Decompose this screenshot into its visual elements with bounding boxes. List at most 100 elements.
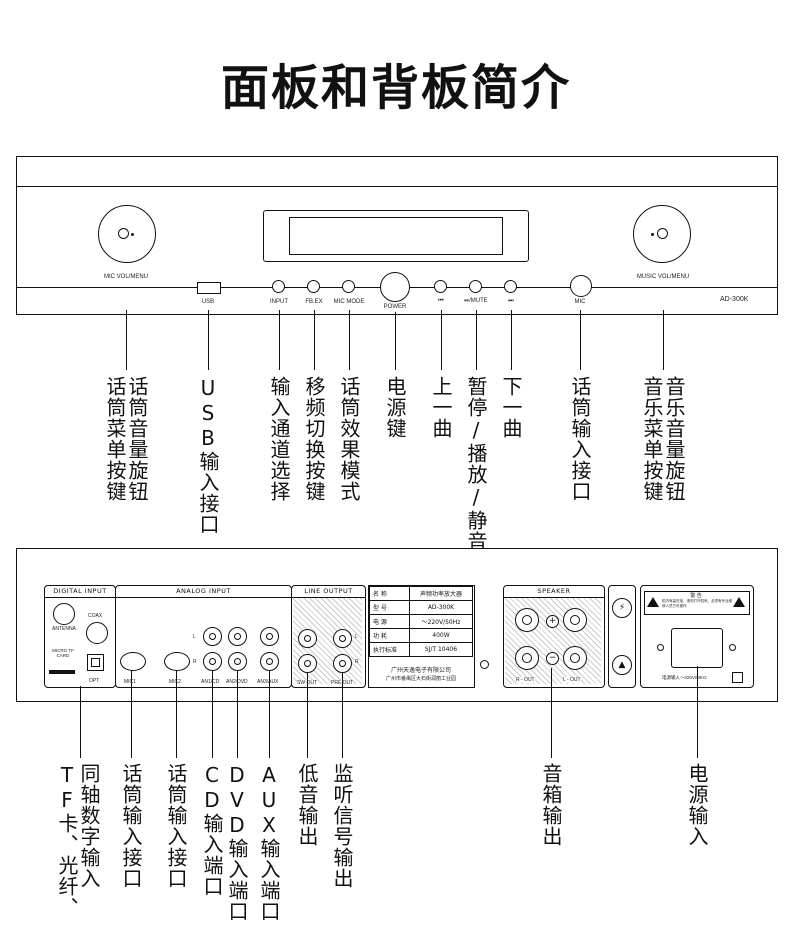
mic-jack-front[interactable] <box>570 275 592 297</box>
front-callout-mic-volume: 话筒音量旋钮 <box>125 376 149 502</box>
front-panel-top-divider <box>17 186 777 187</box>
rating-plate <box>368 585 475 688</box>
input-label: INPUT <box>270 299 288 305</box>
leader-line <box>131 670 132 758</box>
pre-out-jack-l[interactable] <box>333 629 352 648</box>
ac-inlet-screw-right <box>729 644 736 651</box>
leader-line <box>511 310 512 370</box>
prev-button[interactable] <box>434 280 447 293</box>
an3-aux-label: AN3/AUX <box>257 679 279 685</box>
dvd-jack-l[interactable] <box>228 627 247 646</box>
front-callout-play-mute: 暂停/播放/静音 <box>464 376 488 552</box>
back-callout-coax-digital: 同轴数字输入 <box>77 763 101 889</box>
warning-text: 机内有高压电，请勿打开机壳，必须有专业维修人员方可操作 <box>662 599 732 608</box>
l-out-label: L - OUT <box>563 677 581 683</box>
back-callout-dvd: DVD输入端口 <box>225 763 249 922</box>
back-callout-tf-optical: TF卡、光纤、 <box>55 763 79 918</box>
mic1-label: MIC1 <box>124 679 136 685</box>
music-knob-label: MUSIC VOL/MENU <box>636 274 690 280</box>
leader-line <box>663 310 664 370</box>
power-button[interactable] <box>380 272 410 302</box>
optical-port[interactable] <box>87 654 104 671</box>
display-screen <box>289 217 503 255</box>
leader-line <box>697 666 698 758</box>
front-callout-power: 电源键 <box>383 376 407 439</box>
mic1-jack[interactable] <box>120 652 146 671</box>
mic-knob-label: MIC VOL/MENU <box>103 274 149 280</box>
speaker-terminal-r-plus[interactable] <box>515 608 539 632</box>
speaker-title: SPEAKER <box>504 586 604 598</box>
back-callout-monitor: 监听信号输出 <box>330 763 354 889</box>
back-callout-power: 电源输入 <box>685 763 709 847</box>
opt-label: OPT <box>89 678 100 684</box>
leader-line <box>80 686 81 758</box>
warning-icon-left <box>647 597 659 607</box>
back-callout-speaker: 音箱输出 <box>539 763 563 847</box>
warning-title: 警 告 <box>690 593 702 599</box>
speaker-minus-sign: − <box>546 652 559 665</box>
leader-line <box>126 310 127 370</box>
tf-card-slot[interactable] <box>49 670 75 674</box>
fuse-holder[interactable] <box>732 672 743 683</box>
aux-jack-l[interactable] <box>260 627 279 646</box>
warning-icon-right <box>733 597 745 607</box>
ac-inlet[interactable] <box>671 628 723 668</box>
front-callout-music-menu: 音乐菜单按键 <box>640 376 664 502</box>
an2-dvd-label: AN2/DVD <box>226 679 248 685</box>
play-mute-button[interactable] <box>469 280 482 293</box>
leader-line <box>279 310 280 370</box>
cd-jack-l[interactable] <box>203 627 222 646</box>
next-button[interactable] <box>504 280 517 293</box>
table-row: 电 源～220V/50Hz <box>369 614 474 629</box>
aux-jack-r[interactable] <box>260 652 279 671</box>
line-r-label: R <box>355 659 359 665</box>
digital-input-title: DIGITAL INPUT <box>45 586 115 598</box>
mic-knob-dot <box>131 233 134 236</box>
display-window <box>263 210 529 262</box>
coax-label: COAX <box>88 613 103 619</box>
cd-jack-r[interactable] <box>203 652 222 671</box>
usb-label: USB <box>201 299 215 305</box>
leader-line <box>208 310 209 370</box>
mic2-jack[interactable] <box>164 652 190 671</box>
leader-line <box>441 310 442 370</box>
model-label: AD-300K <box>720 296 749 303</box>
page-title: 面板和背板简介 <box>220 60 571 116</box>
speaker-terminal-r-minus[interactable] <box>515 646 539 670</box>
coax-jack[interactable] <box>86 622 108 644</box>
next-label: ⏭ <box>508 298 514 304</box>
cert-icon-bottom: ▲ <box>612 655 632 675</box>
front-callout-prev: 上一曲 <box>429 376 453 439</box>
mic-mode-label: MIC MODE <box>333 299 365 305</box>
cert-icon-top: ⚡ <box>612 598 632 618</box>
input-button[interactable] <box>272 280 285 293</box>
analog-l-label: L <box>193 634 196 640</box>
leader-line <box>307 672 308 758</box>
an1-cd-label: AN1/CD <box>201 679 220 685</box>
antenna-jack[interactable] <box>53 603 75 625</box>
back-callout-cd: CD输入端口 <box>200 763 224 897</box>
pre-out-jack-r[interactable] <box>333 654 352 673</box>
mic-mode-button[interactable] <box>342 280 355 293</box>
r-out-label: R - OUT <box>516 677 535 683</box>
usb-port[interactable] <box>197 282 221 294</box>
music-knob-dot <box>651 233 654 236</box>
dvd-jack-r[interactable] <box>228 652 247 671</box>
maker-address: 广州市番禺区大石街润丽工业园 <box>385 676 457 682</box>
maker-name: 广州天逸电子有限公司 <box>390 668 452 674</box>
fbex-button[interactable] <box>307 280 320 293</box>
table-row: 名 称声频功率放大器 <box>369 586 474 601</box>
music-knob-indicator <box>657 228 668 239</box>
speaker-terminal-l-minus[interactable] <box>563 646 587 670</box>
leader-line <box>395 312 396 370</box>
sw-out-jack[interactable] <box>298 629 317 648</box>
front-callout-mic-input: 话筒输入接口 <box>568 376 592 502</box>
mic2-label: MIC2 <box>169 679 181 685</box>
leader-line <box>212 670 213 758</box>
antenna-label: ANTENNA <box>52 626 76 632</box>
sw-out-jack-lower[interactable] <box>298 654 317 673</box>
speaker-terminal-l-plus[interactable] <box>563 608 587 632</box>
play-mute-label: ⏯/MUTE <box>464 298 488 304</box>
